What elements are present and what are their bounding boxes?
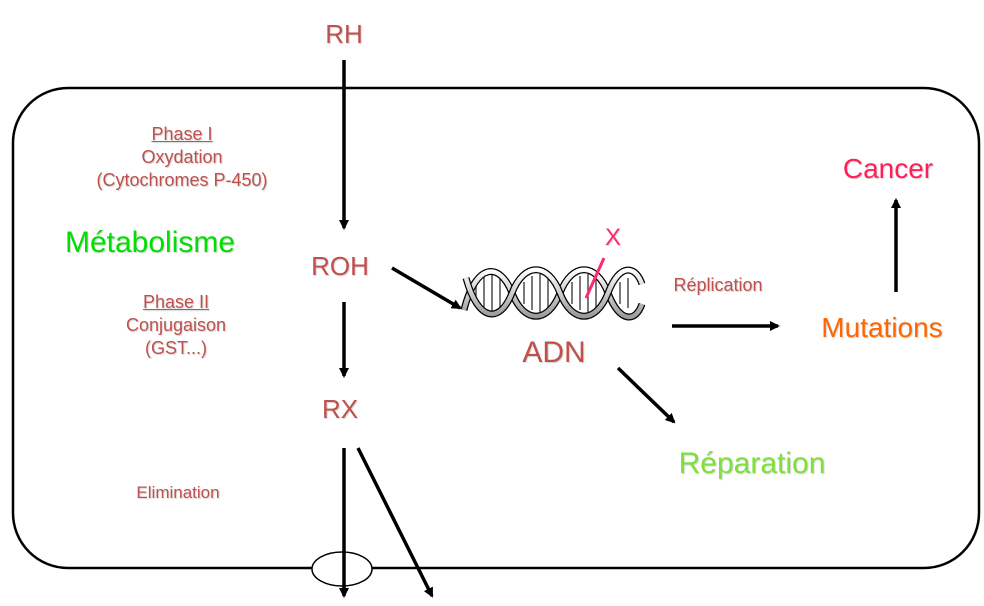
label-metabolisme: Métabolisme xyxy=(64,226,236,259)
dna-damage-mark-label: X xyxy=(604,224,622,251)
elimination-label: Elimination xyxy=(136,483,220,502)
cell-membrane xyxy=(11,86,981,570)
phase1-enzyme: (Cytochromes P-450) xyxy=(96,170,268,190)
arrow-roh-to-adn xyxy=(391,266,462,310)
phase1-title: Phase I xyxy=(151,124,213,144)
node-roh: ROH xyxy=(311,251,369,281)
replication-label: Réplication xyxy=(673,275,763,295)
phase1-description: Oxydation xyxy=(141,147,223,167)
phase2-description: Conjugaison xyxy=(125,315,227,335)
node-reparation: Réparation xyxy=(678,447,826,480)
node-rh: RH xyxy=(325,19,363,49)
membrane-channel xyxy=(311,551,373,587)
phase2-enzyme: (GST...) xyxy=(145,338,207,358)
node-adn: ADN xyxy=(522,336,586,369)
dna-damage-mark-line xyxy=(584,257,606,299)
arrow-rx-elimination-diffusion xyxy=(356,447,434,598)
node-mutations: Mutations xyxy=(821,312,943,343)
node-cancer: Cancer xyxy=(842,153,934,184)
arrow-adn-to-reparation xyxy=(616,366,676,424)
dna-helix-icon xyxy=(460,266,646,321)
node-rx: RX xyxy=(321,394,359,424)
phase2-title: Phase II xyxy=(142,292,210,312)
